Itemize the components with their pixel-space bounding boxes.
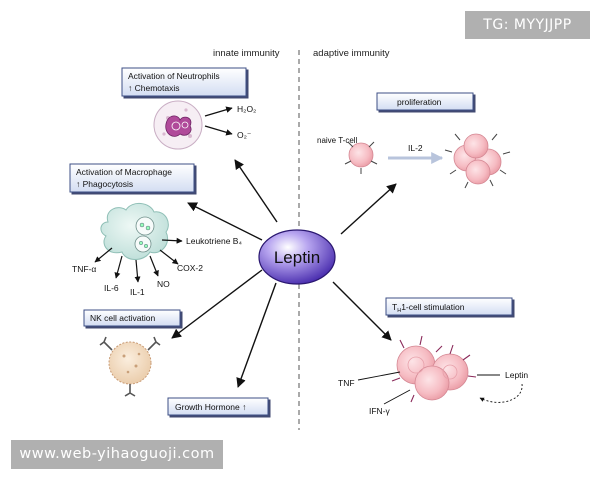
arrow-il6	[114, 255, 123, 279]
tnf-alpha-label: TNF-α	[72, 264, 96, 274]
nk-cell-box: NK cell activation	[83, 309, 181, 327]
leukotriene-label: Leukotriene B₄	[186, 236, 242, 246]
feedback-curve-arrow	[479, 383, 523, 403]
leptin-label: Leptin	[274, 248, 320, 267]
arrow-cox2	[159, 249, 179, 265]
growth-hormone-title: Growth Hormone ↑	[175, 402, 246, 412]
macrophage-title: Activation of Macrophage	[76, 167, 172, 177]
arrow-o2	[204, 125, 233, 136]
arrow-h2o2	[204, 106, 233, 117]
ifn-gamma-label: IFN-γ	[369, 406, 391, 416]
arrow-ifn-out	[383, 389, 411, 405]
arrow-il1	[134, 259, 141, 283]
th1-title: TH1-cell stimulation	[392, 302, 465, 314]
macrophage-box: Activation of Macrophage ↑ Phagocytosis	[69, 163, 195, 193]
growth-hormone-box: Growth Hormone ↑	[167, 397, 269, 416]
watermark-top: TG: MYYJJPP	[465, 11, 590, 39]
adaptive-immunity-heading: adaptive immunity	[313, 48, 390, 59]
il2-label: IL-2	[408, 143, 423, 153]
proliferation-title: proliferation	[397, 97, 442, 107]
il6-label: IL-6	[104, 283, 119, 293]
th1-cells-icon	[391, 335, 477, 403]
naive-t-cell-label: naive T-cell	[317, 136, 358, 145]
tnf-label: TNF	[338, 378, 355, 388]
leptin-feedback-label: Leptin	[505, 370, 528, 380]
arrow-no	[149, 255, 159, 277]
h2o2-label: H₂O₂	[237, 104, 256, 114]
leptin-node: Leptin	[258, 229, 336, 285]
arrow-leukotriene	[161, 237, 183, 244]
cox2-label: COX-2	[177, 263, 203, 273]
nk-cell-title: NK cell activation	[90, 313, 155, 323]
neutrophil-cell-icon	[153, 100, 203, 150]
th1-box: TH1-cell stimulation	[385, 297, 513, 316]
arrow-to-proliferation	[340, 183, 397, 235]
nk-cell-icon	[99, 336, 161, 397]
proliferation-box: proliferation	[376, 92, 474, 111]
arrow-to-neutrophils	[234, 159, 278, 223]
innate-immunity-heading: innate immunity	[213, 48, 280, 59]
naive-t-cell-icon	[344, 141, 378, 174]
il1-label: IL-1	[130, 287, 145, 297]
neutrophils-box: Activation of Neutrophils ↑ Chemotaxis	[121, 67, 247, 97]
arrow-to-nk-cell	[171, 269, 263, 339]
watermark-bottom: www.web-yihaoguoji.com	[11, 440, 223, 469]
macrophage-subtitle: ↑ Phagocytosis	[76, 179, 133, 189]
no-label: NO	[157, 279, 170, 289]
o2-label: O₂⁻	[237, 130, 251, 140]
arrow-to-growth-hormone	[236, 282, 277, 388]
arrow-tnf	[94, 247, 113, 263]
arrow-to-macrophage	[187, 202, 263, 241]
neutrophils-title: Activation of Neutrophils	[128, 71, 220, 81]
macrophage-cell-icon	[100, 203, 169, 260]
arrow-to-th1	[332, 281, 392, 341]
arrow-tnf-out	[357, 371, 401, 381]
proliferating-cells-icon	[444, 133, 511, 189]
neutrophils-subtitle: ↑ Chemotaxis	[128, 83, 180, 93]
